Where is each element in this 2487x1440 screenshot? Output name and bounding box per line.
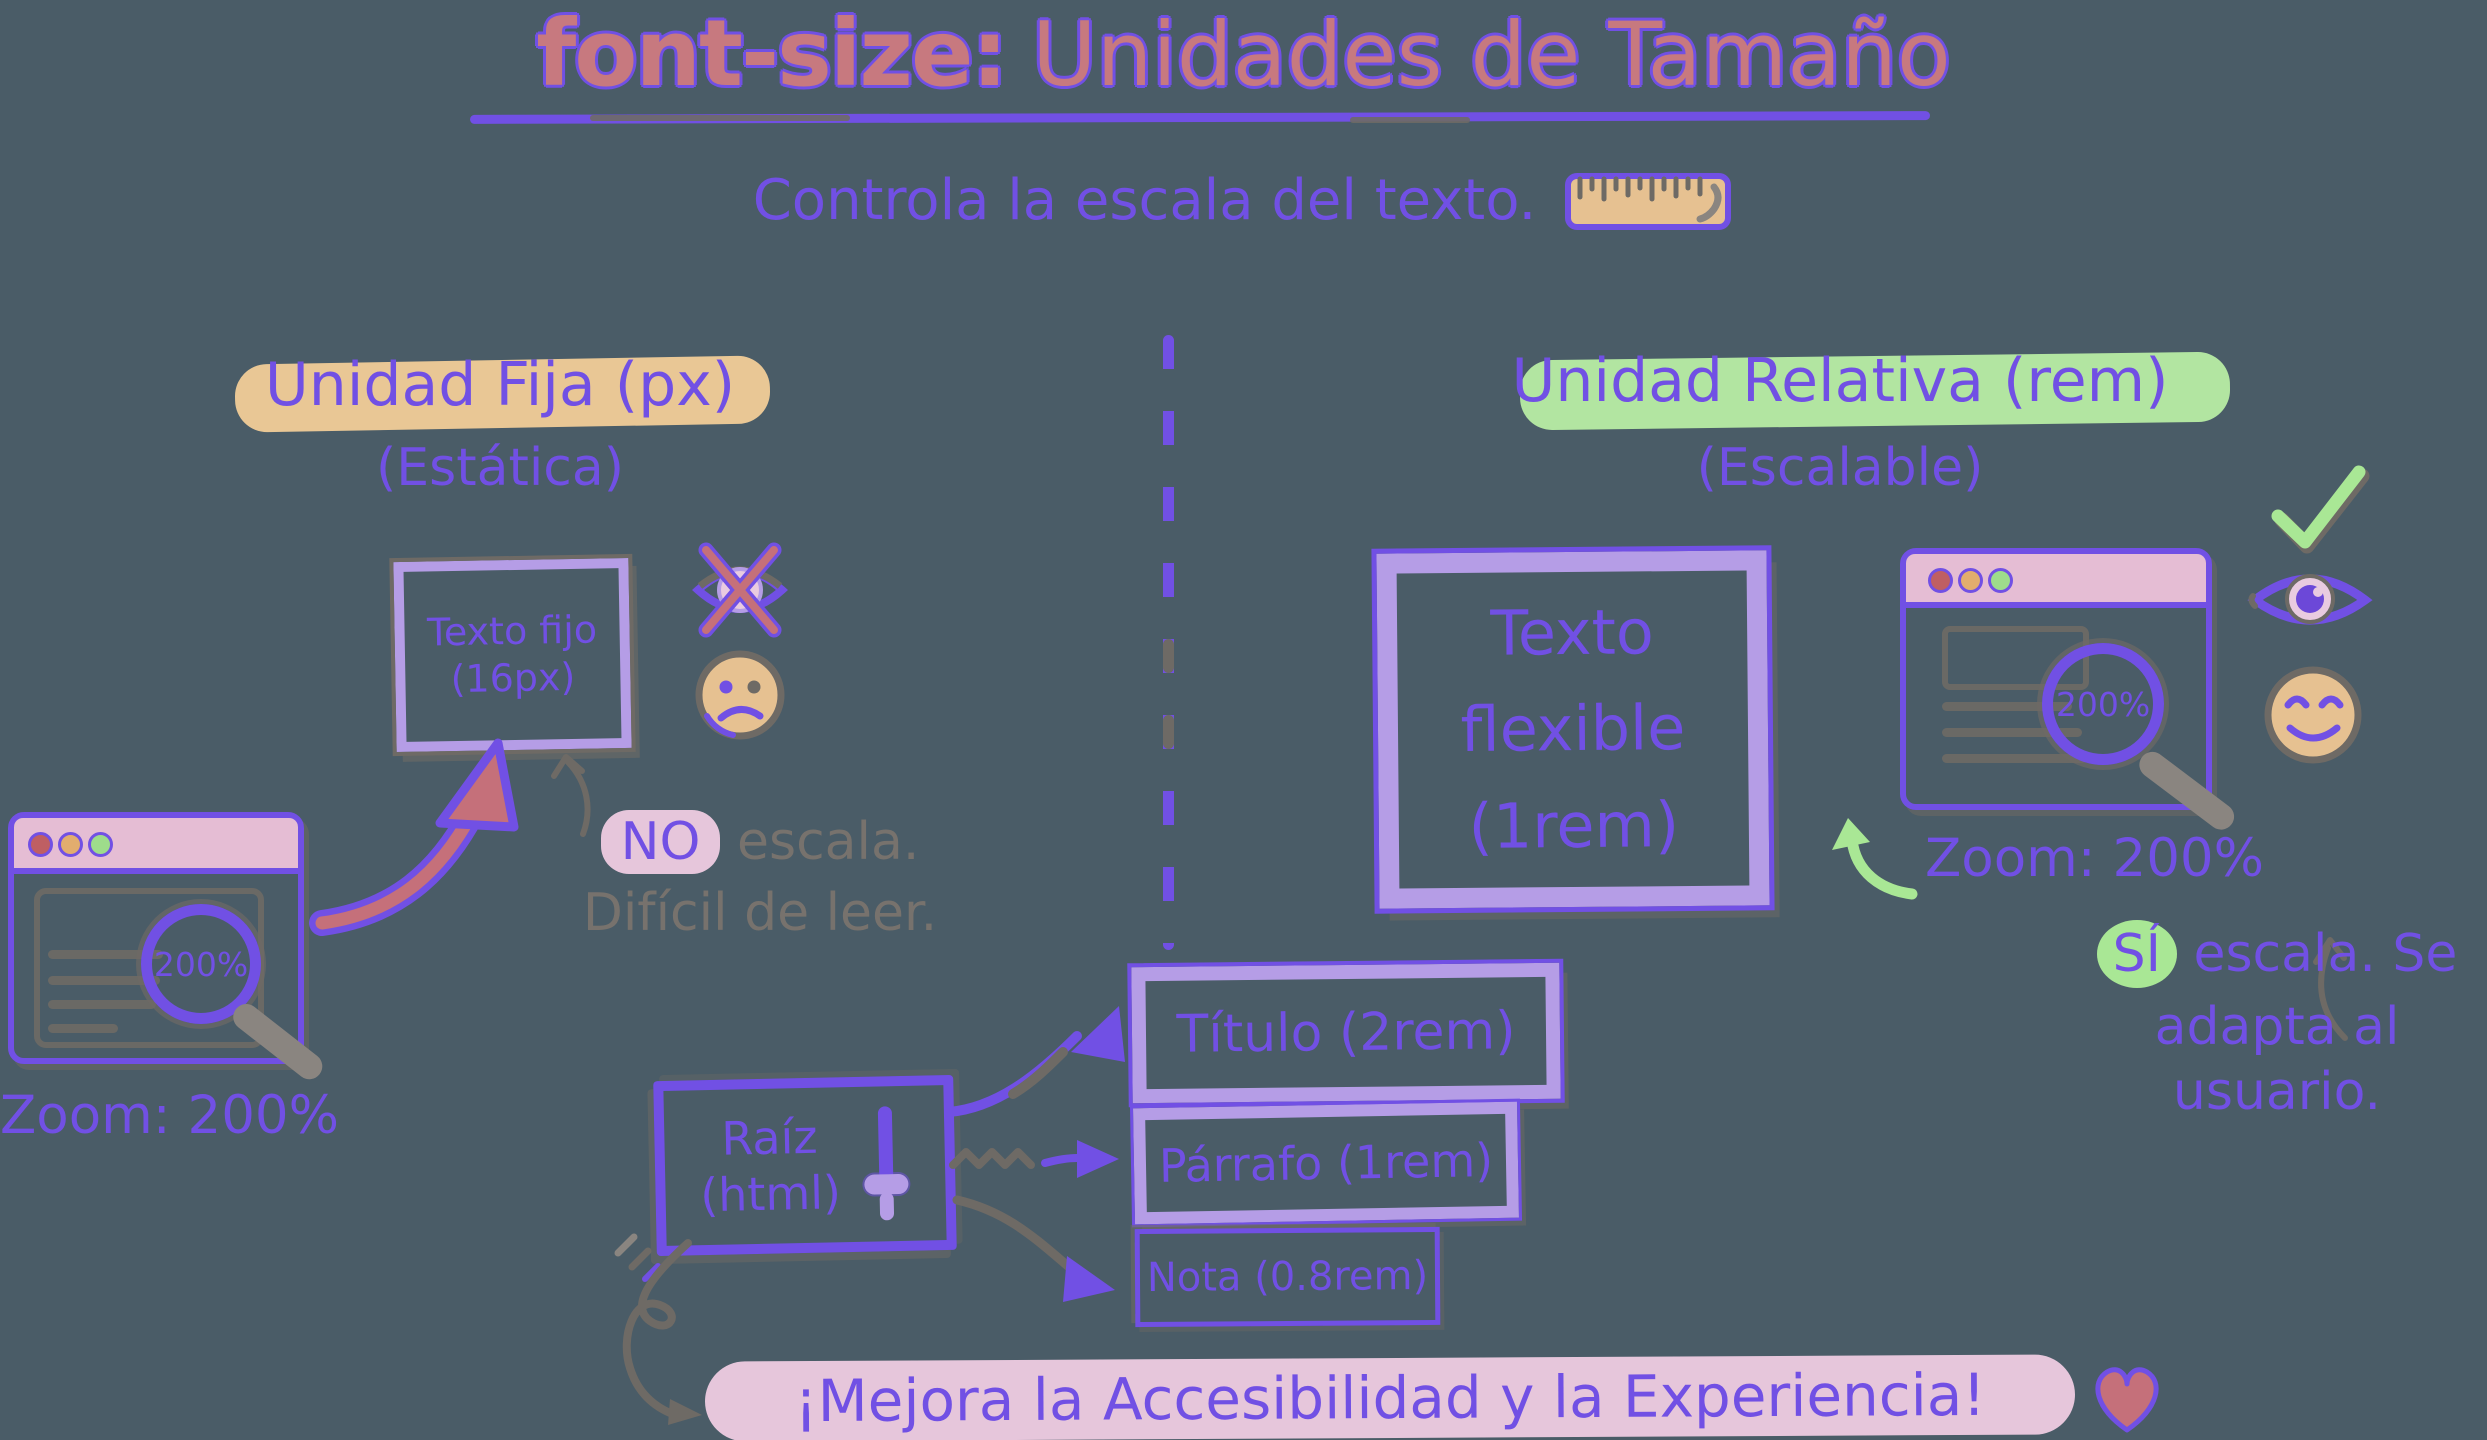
left-zoom-label: Zoom: 200% [0,1085,340,1146]
browser-text-line [48,1024,118,1033]
browser-text-line [48,1000,156,1009]
magnifier-icon: 200% [2042,643,2164,765]
left-note-line1: NO escala. [545,810,975,875]
magnifier-handle [2134,746,2240,835]
right-subheading: (Escalable) [1696,438,1984,498]
browser-dot-orange-icon [1958,568,1983,593]
left-heading: Unidad Fija (px) [264,350,736,420]
right-note-rest: escala. Se [2176,924,2458,984]
note-to-face-arrow [2313,937,2348,1041]
title-code-text: font-size: [536,0,1008,107]
sad-face-icon [695,650,785,740]
arrow-to-parrafo [949,1140,1119,1178]
section-divider-gray-dash [1163,639,1174,673]
right-zoom-label: Zoom: 200% [1925,828,2265,889]
output-parrafo-label: Párrafo (1rem) [1158,1133,1494,1193]
browser-text-line [48,976,160,985]
output-nota-label: Nota (0.8rem) [1146,1253,1429,1301]
browser-text-line [1942,754,2087,763]
browser-content-frame [34,888,264,1048]
footer-banner: ¡Mejora la Accesibilidad y la Experienci… [704,1354,2076,1440]
root-output-arrows [944,1006,1125,1302]
note-to-box-arrow [551,754,591,837]
output-box-parrafo: Párrafo (1rem) [1130,1098,1522,1228]
magnifier-value: 200% [2055,684,2151,724]
slider-stem [879,1191,895,1220]
left-subheading: (Estática) [375,438,625,498]
slider-track [878,1105,894,1180]
root-box-text: Raíz (html) [699,1110,842,1223]
right-note-highlight: SÍ [2096,920,2177,988]
left-note: NO escala. Difícil de leer. [545,810,975,946]
magnifier-value: 200% [153,944,249,984]
title-underline-gray-segment [1350,117,1470,123]
browser-titlebar [1906,554,2206,608]
flexible-text-line3: (1rem) [1468,787,1680,863]
ruler-icon [1565,172,1732,230]
browser-dot-green-icon [88,832,113,857]
footer-banner-text: ¡Mejora la Accesibilidad y la Experienci… [794,1360,1986,1436]
arrow-to-nota [952,1195,1115,1302]
right-heading: Unidad Relativa (rem) [1511,346,2169,416]
zoom-to-box-arrow [309,738,519,936]
browser-text-line [48,950,163,959]
flexible-text-line1: Texto [1490,595,1655,671]
left-note-line2: Difícil de leer. [582,883,938,943]
slider-knob [864,1173,909,1195]
curly-arrow-icon [614,1233,702,1425]
output-box-titulo: Título (2rem) [1127,958,1565,1108]
browser-text-line [1942,728,2082,737]
browser-dot-red-icon [28,832,53,857]
eye-icon [2247,574,2373,625]
browser-dot-orange-icon [58,832,83,857]
right-note: SÍ escala. Se adapta al usuario. [2067,920,2487,1125]
root-line2: (html) [699,1164,842,1222]
browser-titlebar [14,818,298,874]
left-note-rest: escala. [720,812,920,872]
heart-icon [2095,1367,2159,1433]
happy-face-icon [2264,666,2362,764]
right-note-line1: SÍ escala. Se [2067,920,2487,988]
subtitle-text: Controla la escala del texto. [752,168,1537,233]
root-line1: Raíz [720,1110,819,1167]
title-rest-text: Unidades de Tamaño [1032,3,1951,106]
output-box-nota: Nota (0.8rem) [1134,1226,1441,1328]
left-note-highlight: NO [600,810,721,874]
flexible-text-box: Texto flexible (1rem) [1371,545,1775,914]
fixed-text-line2: (16px) [450,654,576,702]
output-titulo-label: Título (2rem) [1176,1001,1516,1065]
browser-window-icon: 200% [8,812,328,1085]
section-divider-gray-dash [1163,715,1174,749]
slider-icon [861,1103,912,1224]
flexible-text-line2: flexible [1460,691,1686,767]
magnifier-icon: 200% [141,904,261,1024]
browser-text-line [1942,702,2072,711]
subtitle: Controla la escala del texto. [0,168,2487,233]
check-icon [2271,465,2370,554]
browser-window-icon: 200% [1900,548,2240,835]
title-underline-gray-segment [590,115,850,121]
fixed-text-line1: Texto fijo [426,607,598,654]
eye-blocked-icon [692,542,788,638]
browser-dot-red-icon [1928,568,1953,593]
page-title: font-size:Unidades de Tamaño [0,0,2487,107]
arrow-to-titulo [944,1006,1125,1117]
zoom-to-flexbox-arrow [1832,818,1918,900]
browser-dot-green-icon [1988,568,2013,593]
right-note-line2: adapta al usuario. [2154,997,2400,1122]
